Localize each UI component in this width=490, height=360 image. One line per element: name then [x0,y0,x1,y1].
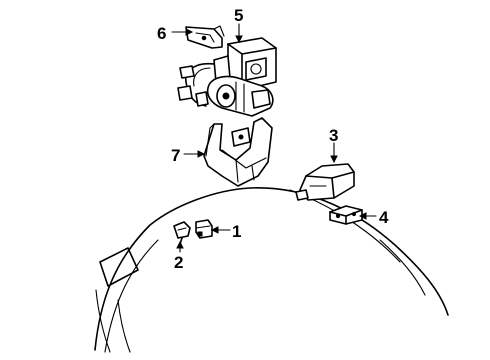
callout-5: 5 [234,6,243,25]
callout-4: 4 [379,208,389,227]
part-3-control-module [295,163,355,201]
callout-6: 6 [157,24,166,43]
callout-7: 7 [171,146,180,165]
vehicle-hood-outline [94,187,449,353]
arrowhead-4 [358,212,367,220]
callout-3: 3 [329,126,338,145]
part-6-bracket [185,25,225,49]
arrowhead-6 [185,28,194,36]
part-2-clip [173,221,191,245]
arrowhead-5 [235,35,243,44]
part-7-mounting-bracket [203,117,273,187]
arrowhead-3 [330,155,338,164]
part-4-sensor [329,205,363,225]
arrowhead-1 [210,226,219,234]
callout-labels: 6 5 7 3 4 1 2 [157,6,389,272]
arrowhead-7 [197,150,206,158]
leader-lines [171,23,377,253]
callout-1: 1 [232,222,241,241]
arrowhead-2 [176,240,184,249]
part-5-abs-actuator [177,37,277,117]
callout-2: 2 [174,253,183,272]
part-1-relay [195,219,213,239]
